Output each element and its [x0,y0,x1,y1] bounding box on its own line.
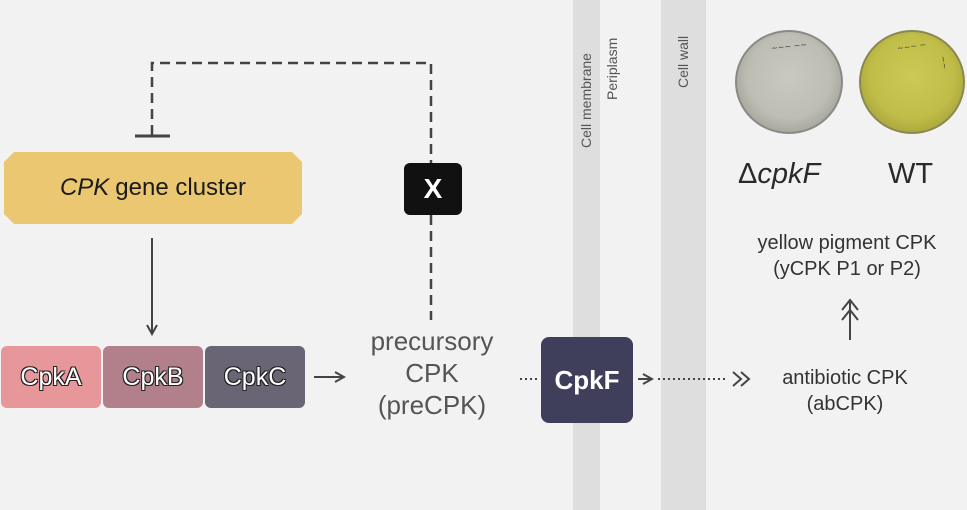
gene-cluster-label: gene cluster [115,174,247,201]
precursor-line-1: precursory [370,326,494,356]
plate-handwriting: ~~ [938,55,950,70]
cpkc-box: CpkC [205,346,305,408]
yellow-pigment-cpk-label: yellow pigment CPK (yCPK P1 or P2) [722,230,967,282]
mutant-gene-name: cpkF [757,158,821,190]
pigment-line-2: (yCPK P1 or P2) [773,258,921,280]
periplasm-region [600,0,661,510]
cpk-gene-cluster-box: CPK gene cluster [4,152,302,224]
antibiotic-line-1: antibiotic CPK [782,367,908,389]
wildtype-plate-label: WT [888,158,934,190]
wildtype-culture-plate: ~~~ ~ ~~ [859,30,965,134]
blocked-x-icon: X [404,163,462,215]
precursor-line-2: CPK [405,358,459,388]
cpkf-box: CpkF [541,337,633,423]
cpka-box: CpkA [1,346,101,408]
cell-membrane-strip [573,0,600,510]
pigment-line-1: yellow pigment CPK [757,232,937,254]
precursor-cpk-label: precursory CPK (preCPK) [340,325,524,421]
cytoplasm-region [0,0,573,510]
plate-handwriting: ~~~ ~~ [770,40,808,53]
delta-symbol: Δ [738,158,758,190]
cpkb-box: CpkB [103,346,203,408]
plate-handwriting: ~~~ ~ [896,40,927,53]
precursor-line-3: (preCPK) [377,390,487,420]
gene-cluster-italic-label: CPK [59,174,110,201]
mutant-culture-plate: ~~~ ~~ [735,30,843,134]
mutant-plate-label: ΔcpkF [738,158,820,191]
conversion-double-arrow-icon [841,298,859,340]
double-arrowhead-icon [732,371,751,387]
antibiotic-cpk-label: antibiotic CPK (abCPK) [745,365,945,417]
cell-wall-strip [661,0,706,510]
feedback-dashed-line [150,61,433,163]
antibiotic-line-2: (abCPK) [806,393,884,415]
